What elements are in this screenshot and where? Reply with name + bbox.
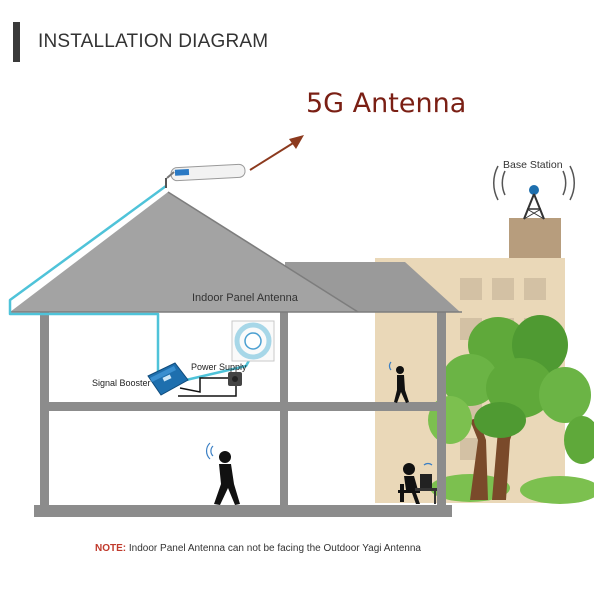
person-phone-icon — [206, 361, 437, 505]
base-station-tower-icon — [492, 165, 576, 220]
antenna-5g-label: 5G Antenna — [306, 88, 467, 119]
page-title: INSTALLATION DIAGRAM — [38, 31, 269, 52]
installation-note: NOTE: Indoor Panel Antenna can not be fa… — [95, 543, 421, 554]
antenna-icon — [165, 163, 246, 188]
house — [10, 191, 462, 517]
signal-booster-label: Signal Booster — [92, 378, 151, 388]
power-supply-label: Power Supply — [191, 362, 247, 372]
indoor-panel-antenna-label: Indoor Panel Antenna — [192, 292, 298, 304]
note-key: NOTE: — [95, 543, 127, 554]
base-station-label: Base Station — [503, 159, 563, 171]
panel-antenna-icon — [231, 320, 275, 362]
note-text: Indoor Panel Antenna can not be facing t… — [128, 543, 421, 554]
pointer-arrow — [249, 135, 304, 171]
header-accent-bar — [13, 22, 20, 62]
trees — [428, 315, 594, 504]
power-adapter-icon — [228, 372, 242, 386]
signal-booster-icon — [147, 362, 189, 396]
